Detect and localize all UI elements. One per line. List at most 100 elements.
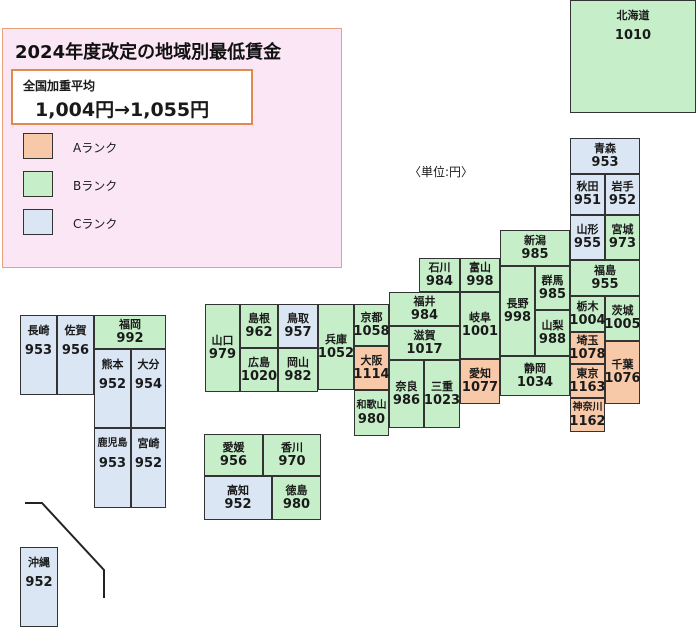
pref-name: 三重 — [431, 379, 453, 393]
pref-value: 962 — [245, 324, 273, 340]
pref-value: 985 — [538, 286, 567, 302]
pref-value: 986 — [392, 392, 421, 408]
pref-nagasaki: 長崎 953 — [20, 315, 57, 395]
pref-value: 1076 — [604, 371, 641, 386]
pref-value: 951 — [573, 193, 602, 208]
pref-name: 青森 — [594, 141, 616, 155]
pref-value: 1001 — [461, 324, 499, 339]
pref-name: 長崎 — [27, 324, 50, 337]
pref-name: 山口 — [211, 333, 234, 347]
pref-value: 980 — [282, 496, 311, 512]
pref-value: 953 — [98, 456, 127, 471]
national-average-box: 全国加重平均 1,004円→1,055円 — [11, 69, 253, 125]
pref-value: 992 — [116, 330, 144, 346]
pref-name: 埼玉 — [576, 333, 599, 347]
pref-value: 1163 — [569, 379, 606, 395]
pref-name: 佐賀 — [64, 324, 87, 337]
pref-value: 984 — [410, 307, 439, 323]
pref-name: 愛知 — [469, 367, 491, 380]
pref-name: 大分 — [137, 358, 160, 371]
pref-name: 福岡 — [119, 317, 141, 331]
pref-kumamoto: 熊本 952 — [94, 349, 131, 428]
pref-name: 福井 — [413, 294, 436, 308]
pref-name: 岡山 — [287, 355, 309, 369]
pref-value: 1004 — [569, 312, 606, 328]
pref-name: 宮崎 — [137, 437, 160, 450]
legend-label-c: Cランク — [73, 217, 118, 231]
pref-value: 1023 — [423, 392, 461, 408]
pref-name: 熊本 — [101, 358, 124, 371]
legend-swatch-c — [23, 209, 53, 235]
national-average-value: 1,004円→1,055円 — [35, 99, 210, 121]
pref-name: 山梨 — [541, 318, 564, 332]
pref-hokkaido: 北海道 1010 — [570, 0, 696, 113]
pref-name: 群馬 — [541, 273, 564, 287]
pref-name: 東京 — [576, 366, 599, 380]
pref-name: 京都 — [360, 310, 383, 324]
pref-name: 和歌山 — [356, 399, 387, 411]
pref-name: 神奈川 — [572, 401, 603, 413]
pref-name: 岩手 — [611, 180, 634, 193]
legend-label-b: Bランク — [73, 179, 118, 193]
pref-name: 大阪 — [360, 353, 383, 367]
pref-name: 静岡 — [524, 361, 546, 375]
pref-miyazaki: 宮崎 952 — [131, 428, 166, 508]
legend-swatch-b — [23, 171, 53, 197]
pref-name: 福島 — [594, 263, 616, 277]
pref-value: 1005 — [604, 317, 641, 332]
pref-value: 953 — [591, 154, 619, 170]
legend-panel: 2024年度改定の地域別最低賃金 全国加重平均 1,004円→1,055円 Aラ… — [2, 28, 342, 268]
pref-value: 973 — [608, 236, 637, 251]
pref-name: 長野 — [506, 296, 529, 310]
pref-value: 1010 — [614, 28, 652, 43]
pref-kagoshima: 鹿児島 953 — [94, 428, 131, 508]
pref-name: 高知 — [227, 483, 249, 497]
pref-value: 1078 — [569, 346, 606, 362]
pref-name: 鹿児島 — [97, 438, 128, 449]
pref-value: 1058 — [353, 323, 390, 339]
pref-value: 988 — [538, 331, 567, 347]
pref-name: 新潟 — [524, 233, 546, 247]
pref-name: 山形 — [576, 223, 599, 236]
pref-value: 982 — [284, 368, 312, 384]
pref-name: 岐阜 — [469, 311, 491, 324]
pref-value: 952 — [224, 496, 252, 512]
pref-value: 985 — [521, 246, 549, 262]
pref-name: 北海道 — [616, 9, 650, 22]
pref-value: 998 — [503, 309, 532, 325]
pref-value: 953 — [24, 343, 53, 358]
pref-name: 兵庫 — [325, 332, 347, 346]
pref-value: 952 — [98, 377, 127, 392]
pref-value: 952 — [134, 456, 163, 471]
page-title: 2024年度改定の地域別最低賃金 — [15, 42, 282, 63]
pref-name: 奈良 — [395, 379, 418, 393]
